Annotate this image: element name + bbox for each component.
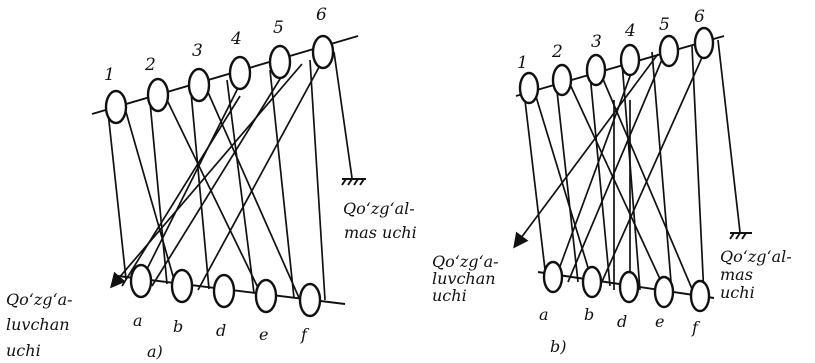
caption-b: b) bbox=[550, 337, 566, 356]
pulley-2-b bbox=[551, 63, 573, 97]
pulley-3-b bbox=[585, 53, 607, 87]
moving-end-arrow-a bbox=[110, 63, 303, 289]
pulley-3-a bbox=[187, 67, 211, 103]
moving-end-label-b-line1: Qo‘zg‘a- bbox=[432, 252, 499, 271]
pulley-a-a bbox=[129, 263, 153, 299]
pulley-d-a bbox=[212, 273, 236, 309]
label-d-a: d bbox=[216, 321, 226, 340]
rope-system-b bbox=[513, 39, 741, 297]
pulley-b-a bbox=[170, 268, 194, 304]
label-6-a: 6 bbox=[316, 5, 327, 25]
figure-b: 1 2 3 4 5 6 a b d e f b) Qo‘zg‘a- luvcha… bbox=[432, 7, 792, 356]
pulley-1-b bbox=[518, 71, 540, 105]
label-a-a: a bbox=[133, 311, 143, 330]
bottom-pulleys-b bbox=[542, 260, 711, 313]
label-1-a: 1 bbox=[104, 65, 115, 85]
pulley-d-b bbox=[618, 270, 640, 304]
top-pulleys-b bbox=[518, 26, 715, 105]
pulley-5-a bbox=[268, 44, 292, 80]
label-3-b: 3 bbox=[591, 32, 602, 52]
fixed-end-label-a-line1: Qo‘zg‘al- bbox=[343, 199, 415, 218]
moving-end-label-b-line3: uchi bbox=[432, 286, 467, 305]
label-a-b: a bbox=[539, 305, 549, 324]
ground-hatch-icon bbox=[341, 178, 366, 186]
pulley-1-a bbox=[104, 89, 128, 125]
pulley-e-a bbox=[254, 278, 278, 314]
moving-end-arrow-b bbox=[513, 53, 659, 249]
pulley-f-a bbox=[298, 282, 322, 318]
label-f-b: f bbox=[691, 318, 701, 337]
pulley-2-a bbox=[146, 77, 170, 113]
fixed-end-label-b-line2: mas bbox=[720, 265, 753, 284]
moving-end-label-a-line3: uchi bbox=[6, 341, 41, 360]
label-5-b: 5 bbox=[659, 15, 670, 35]
fixed-end-label-b-line1: Qo‘zg‘al- bbox=[720, 247, 792, 266]
label-6-b: 6 bbox=[694, 7, 705, 27]
fixed-end-label-b-line3: uchi bbox=[720, 283, 755, 302]
pulley-5-b bbox=[658, 34, 680, 68]
label-b-b: b bbox=[584, 305, 594, 324]
figure-a: 1 2 3 4 5 6 a b d e f a) Qo‘zg‘a- luvcha… bbox=[6, 5, 417, 361]
rope-system-a bbox=[107, 51, 353, 301]
ground-hatch-icon bbox=[729, 232, 752, 240]
moving-end-label-a-line2: luvchan bbox=[6, 315, 70, 334]
caption-a: a) bbox=[147, 342, 163, 361]
pulley-b-b bbox=[581, 265, 603, 299]
bottom-pulleys-a bbox=[129, 263, 322, 318]
moving-end-label-b-line2: luvchan bbox=[432, 269, 496, 288]
pulley-a-b bbox=[542, 260, 564, 294]
label-1-b: 1 bbox=[517, 53, 528, 73]
top-axle-b bbox=[515, 35, 725, 97]
label-f-a: f bbox=[300, 325, 310, 344]
label-2-b: 2 bbox=[551, 42, 563, 62]
label-2-a: 2 bbox=[144, 55, 156, 75]
label-b-a: b bbox=[173, 317, 183, 336]
label-e-a: e bbox=[259, 325, 268, 344]
label-4-a: 4 bbox=[230, 29, 242, 49]
label-3-a: 3 bbox=[192, 41, 203, 61]
pulley-6-b bbox=[693, 26, 715, 60]
pulley-4-a bbox=[228, 55, 252, 91]
label-d-b: d bbox=[617, 312, 627, 331]
pulley-4-b bbox=[619, 43, 641, 77]
label-5-a: 5 bbox=[273, 18, 284, 38]
pulley-e-b bbox=[653, 275, 675, 309]
label-e-b: e bbox=[655, 312, 664, 331]
label-4-b: 4 bbox=[624, 21, 636, 41]
top-pulleys-a bbox=[104, 34, 335, 125]
pulley-f-b bbox=[689, 279, 711, 313]
pulley-6-a bbox=[311, 34, 335, 70]
fixed-end-label-a-line2: mas uchi bbox=[344, 223, 417, 242]
moving-end-label-a-line1: Qo‘zg‘a- bbox=[6, 290, 73, 309]
